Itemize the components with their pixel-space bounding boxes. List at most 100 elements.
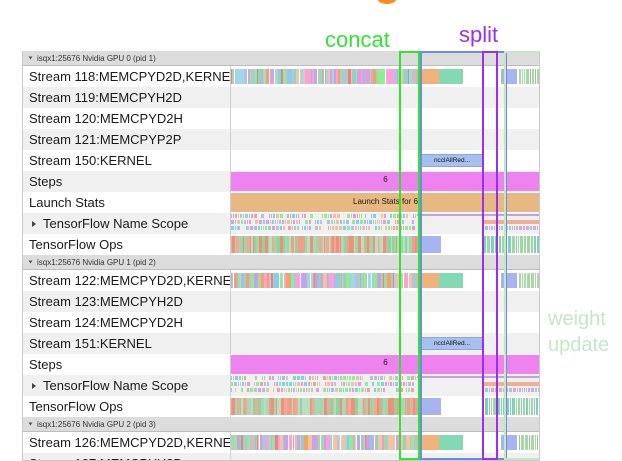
timeline-slice[interactable]: [268, 226, 271, 230]
timeline-slice[interactable]: [289, 236, 291, 253]
timeline-slice[interactable]: [297, 236, 298, 253]
timeline-slice[interactable]: [399, 376, 401, 380]
timeline-slice[interactable]: [349, 376, 351, 380]
timeline-slice[interactable]: [308, 398, 310, 415]
timeline-slice[interactable]: [494, 226, 495, 230]
timeline-slice[interactable]: [348, 382, 350, 386]
timeline-slice[interactable]: [258, 398, 261, 415]
timeline-slice[interactable]: [386, 69, 387, 84]
timeline-slice[interactable]: [535, 273, 536, 288]
timeline-slice[interactable]: [406, 382, 407, 386]
timeline-slice[interactable]: [359, 398, 360, 415]
timeline-slice[interactable]: [347, 236, 349, 253]
timeline-slice[interactable]: [526, 398, 528, 415]
timeline-slice[interactable]: [237, 220, 240, 224]
timeline-row[interactable]: Stream 118:MEMCPYD2D,KERNEL,ME: [23, 66, 539, 87]
timeline-slice[interactable]: [315, 220, 316, 224]
timeline-slice[interactable]: [231, 226, 234, 230]
timeline-slice[interactable]: [332, 226, 334, 230]
row-label[interactable]: Stream 121:MEMCPYP2P: [23, 129, 231, 150]
timeline-slice[interactable]: [360, 376, 361, 380]
timeline-slice[interactable]: [267, 273, 269, 288]
timeline-slice[interactable]: [483, 388, 484, 392]
timeline-slice[interactable]: [322, 69, 323, 84]
timeline-slice[interactable]: [250, 236, 251, 253]
timeline-slice[interactable]: [331, 220, 333, 224]
timeline-slice[interactable]: [403, 226, 404, 230]
timeline-slice[interactable]: [406, 435, 407, 450]
timeline-slice[interactable]: [240, 273, 241, 288]
timeline-slice[interactable]: [274, 382, 275, 386]
timeline-slice[interactable]: [351, 236, 354, 253]
timeline-slice[interactable]: [414, 435, 418, 450]
timeline-slice[interactable]: [393, 376, 394, 380]
timeline-slice[interactable]: [537, 273, 539, 288]
timeline-slice[interactable]: [365, 236, 367, 253]
timeline-slice[interactable]: [357, 69, 361, 84]
timeline-slice[interactable]: [292, 226, 293, 230]
timeline-slice[interactable]: [260, 435, 262, 450]
timeline-slice[interactable]: [332, 236, 334, 253]
timeline-slice[interactable]: [393, 382, 394, 386]
timeline-slice[interactable]: [352, 376, 355, 380]
timeline-slice[interactable]: [501, 69, 517, 84]
timeline-slice[interactable]: [377, 398, 379, 415]
timeline-slice[interactable]: [355, 435, 356, 450]
timeline-slice[interactable]: [523, 398, 525, 415]
timeline-slice[interactable]: [379, 236, 380, 253]
timeline-slice[interactable]: [409, 273, 412, 288]
timeline-slice[interactable]: [301, 376, 304, 380]
timeline-slice[interactable]: [288, 69, 292, 84]
timeline-slice[interactable]: [347, 376, 348, 380]
timeline-slice[interactable]: [361, 435, 362, 450]
timeline-slice[interactable]: [413, 236, 414, 253]
row-label[interactable]: Steps: [23, 171, 231, 192]
timeline-slice[interactable]: [295, 435, 296, 450]
timeline-slice[interactable]: [381, 69, 385, 84]
steps-bar[interactable]: 6: [231, 355, 539, 374]
timeline-slice[interactable]: [367, 388, 370, 392]
timeline-slice[interactable]: [276, 214, 279, 218]
timeline-slice[interactable]: [232, 398, 235, 415]
timeline-slice[interactable]: [290, 273, 291, 288]
timeline-slice[interactable]: [530, 226, 532, 230]
timeline-slice[interactable]: [352, 388, 354, 392]
timeline-slice[interactable]: [247, 435, 250, 450]
timeline-slice[interactable]: [250, 435, 252, 450]
timeline-row[interactable]: Stream 127:MEMCPYH2D: [23, 453, 539, 460]
timeline-slice[interactable]: [334, 69, 336, 84]
timeline-slice[interactable]: [285, 236, 287, 253]
timeline-slice[interactable]: [522, 273, 523, 288]
timeline-slice[interactable]: [361, 69, 362, 84]
timeline-slice[interactable]: [493, 398, 496, 415]
timeline-slice[interactable]: [374, 376, 377, 380]
timeline-slice[interactable]: [510, 398, 511, 415]
timeline-slice[interactable]: [266, 220, 269, 224]
timeline-slice[interactable]: [294, 273, 296, 288]
timeline-slice[interactable]: [309, 220, 311, 224]
timeline-slice[interactable]: [531, 435, 534, 450]
timeline-slice[interactable]: [364, 236, 365, 253]
timeline-row[interactable]: Stream 126:MEMCPYD2D,KERNEL,MI: [23, 432, 539, 453]
timeline-slice[interactable]: [522, 69, 523, 84]
timeline-slice[interactable]: [278, 69, 280, 84]
row-label[interactable]: TensorFlow Name Scope: [23, 375, 231, 396]
timeline-slice[interactable]: [538, 388, 539, 392]
timeline-slice[interactable]: [390, 398, 392, 415]
timeline-slice[interactable]: [255, 398, 258, 415]
timeline-slice[interactable]: [356, 220, 359, 224]
timeline-slice[interactable]: [364, 398, 365, 415]
timeline-slice[interactable]: [312, 398, 314, 415]
timeline-slice[interactable]: [315, 376, 316, 380]
timeline-slice[interactable]: [254, 273, 258, 288]
timeline-slice[interactable]: [328, 214, 329, 218]
timeline-slice[interactable]: [336, 398, 338, 415]
timeline-slice[interactable]: [361, 388, 364, 392]
timeline-slice[interactable]: [258, 69, 262, 84]
timeline-slice[interactable]: [276, 382, 278, 386]
timeline-slice[interactable]: [415, 214, 416, 218]
timeline-slice[interactable]: [322, 398, 324, 415]
timeline-slice[interactable]: [388, 226, 390, 230]
timeline-slice[interactable]: [483, 226, 484, 230]
timeline-slice[interactable]: [317, 376, 318, 380]
